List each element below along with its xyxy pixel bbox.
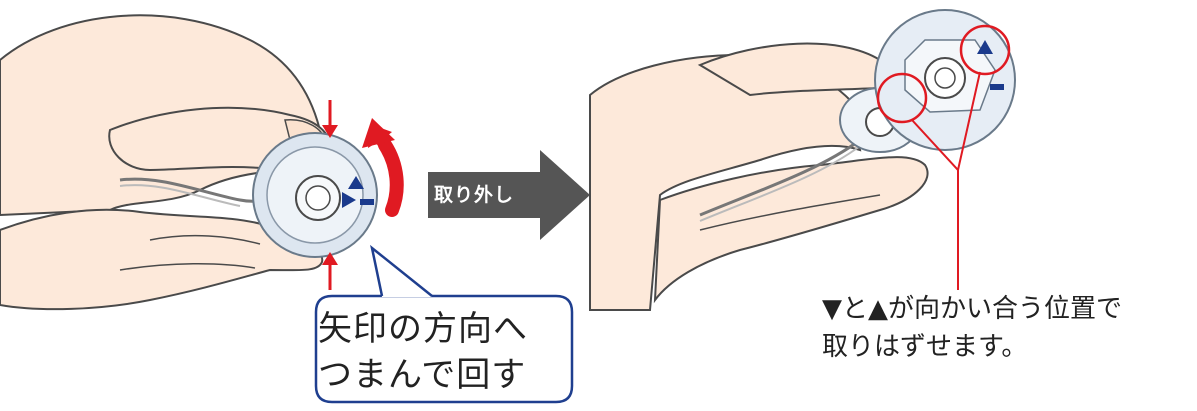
highlight-circle-lower <box>876 72 928 124</box>
marker-dash-right <box>990 84 1004 90</box>
callout-line-2: つまんで回す <box>318 355 527 395</box>
right-hand-illustration <box>589 9 1016 311</box>
callout-text: 矢印の方向へ つまんで回す <box>318 306 580 398</box>
removal-note: ▼と▲が向かい合う位置で 取りはずせます。 <box>822 290 1192 366</box>
marker-up-triangle-right <box>977 40 993 54</box>
step-arrow <box>428 150 590 240</box>
callout-bubble <box>314 244 574 404</box>
marker-down-triangle-left <box>342 192 356 208</box>
highlight-markers <box>876 24 1011 290</box>
step-arrow-label: 取り外し <box>434 184 515 206</box>
highlight-circle-upper <box>959 24 1011 76</box>
note-line-1: ▼と▲が向かい合う位置で <box>822 294 1122 324</box>
left-hand-illustration <box>0 14 378 311</box>
marker-dash-left <box>360 199 374 205</box>
note-line-2: 取りはずせます。 <box>822 332 1028 362</box>
pinch-arrow-top <box>322 100 338 138</box>
callout-line-1: 矢印の方向へ <box>318 309 528 349</box>
marker-up-triangle-left <box>348 176 364 189</box>
rotate-arrow-icon <box>362 118 404 217</box>
pinch-arrow-bottom <box>322 252 338 290</box>
